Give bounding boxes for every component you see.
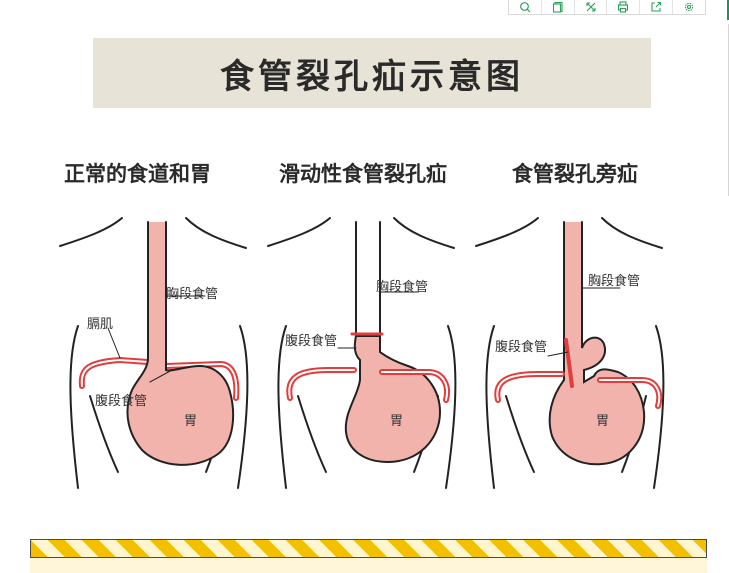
share-button[interactable] xyxy=(640,0,674,14)
label-abdominal-para: 腹段食管 xyxy=(495,339,547,355)
settings-icon xyxy=(684,2,694,12)
label-stomach-normal: 胃 xyxy=(184,414,197,429)
print-button[interactable] xyxy=(607,0,641,14)
label-stomach-para: 胃 xyxy=(596,414,609,429)
copy-icon xyxy=(552,1,563,13)
body-outline-right xyxy=(445,325,457,489)
toolbar xyxy=(508,0,706,15)
search-icon xyxy=(520,2,531,13)
body-outline-left xyxy=(69,325,79,489)
label-abdominal-sliding: 腹段食管 xyxy=(285,333,337,349)
stomach xyxy=(548,221,646,466)
panel-title-sliding: 滑动性食管裂孔疝 xyxy=(279,161,447,186)
title-banner: 食管裂孔疝示意图 xyxy=(93,38,651,108)
banner-title: 食管裂孔疝示意图 xyxy=(220,56,524,97)
body-outline-left xyxy=(485,325,495,489)
label-thoracic-sliding: 胸段食管 xyxy=(376,279,428,295)
stomach xyxy=(126,221,235,466)
share-icon xyxy=(651,1,662,12)
expand-button[interactable] xyxy=(575,0,608,14)
body-outline-right xyxy=(237,325,249,489)
hernia-illustration: 膈肌 胸段食管 腹段食管 胃 胸段食管 腹段食管 胃 胸段食管 腹段食管 胃 xyxy=(59,217,665,489)
settings-button[interactable] xyxy=(673,0,705,14)
label-diaphragm: 膈肌 xyxy=(87,317,113,332)
body-outline-left xyxy=(277,325,287,489)
scroll-indicator[interactable] xyxy=(727,0,729,20)
panel-sliding xyxy=(267,217,457,489)
panel-title-normal: 正常的食道和胃 xyxy=(64,161,211,186)
shoulder-right xyxy=(393,217,455,249)
label-stomach-sliding: 胃 xyxy=(390,414,403,429)
shoulder-right xyxy=(185,217,247,249)
bottom-panel xyxy=(30,558,707,573)
label-thoracic-normal: 胸段食管 xyxy=(166,286,218,302)
shoulder-left xyxy=(59,217,123,247)
leader-abdominal xyxy=(149,369,173,383)
rib-left xyxy=(89,395,119,473)
search-button[interactable] xyxy=(509,0,542,14)
leader-diaphragm xyxy=(107,327,121,359)
shoulder-right xyxy=(601,217,663,249)
rib-left xyxy=(297,395,327,473)
shoulder-left xyxy=(475,217,539,247)
panel-normal xyxy=(59,217,249,489)
body-outline-right xyxy=(653,325,665,489)
rib-left xyxy=(505,395,535,473)
print-icon xyxy=(618,1,629,13)
shoulder-left xyxy=(267,217,331,247)
copy-button[interactable] xyxy=(542,0,575,14)
expand-icon xyxy=(586,2,596,12)
warning-stripe xyxy=(30,539,707,558)
leader-abdominal xyxy=(547,351,569,357)
panel-title-paraesophageal: 食管裂孔旁疝 xyxy=(512,161,638,186)
stomach xyxy=(344,221,442,464)
panel-paraesophageal xyxy=(475,217,665,489)
label-thoracic-para: 胸段食管 xyxy=(588,273,640,289)
label-abdominal-normal: 腹段食管 xyxy=(95,393,147,409)
